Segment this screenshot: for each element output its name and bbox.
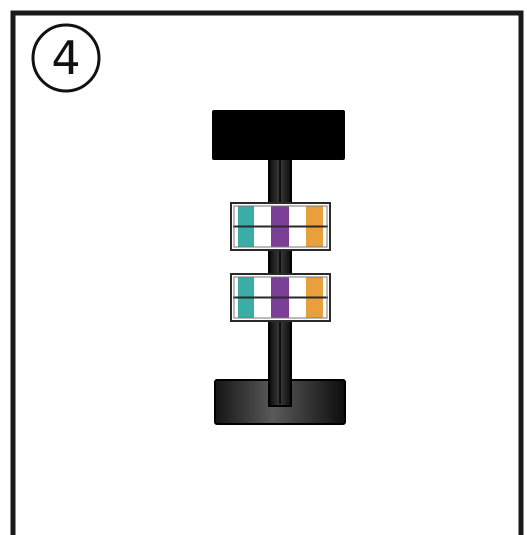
- step-number-circle: [33, 25, 99, 91]
- color-clip-2: [231, 274, 330, 321]
- color-clip-1: [231, 203, 330, 250]
- stand-top-block: [212, 110, 345, 160]
